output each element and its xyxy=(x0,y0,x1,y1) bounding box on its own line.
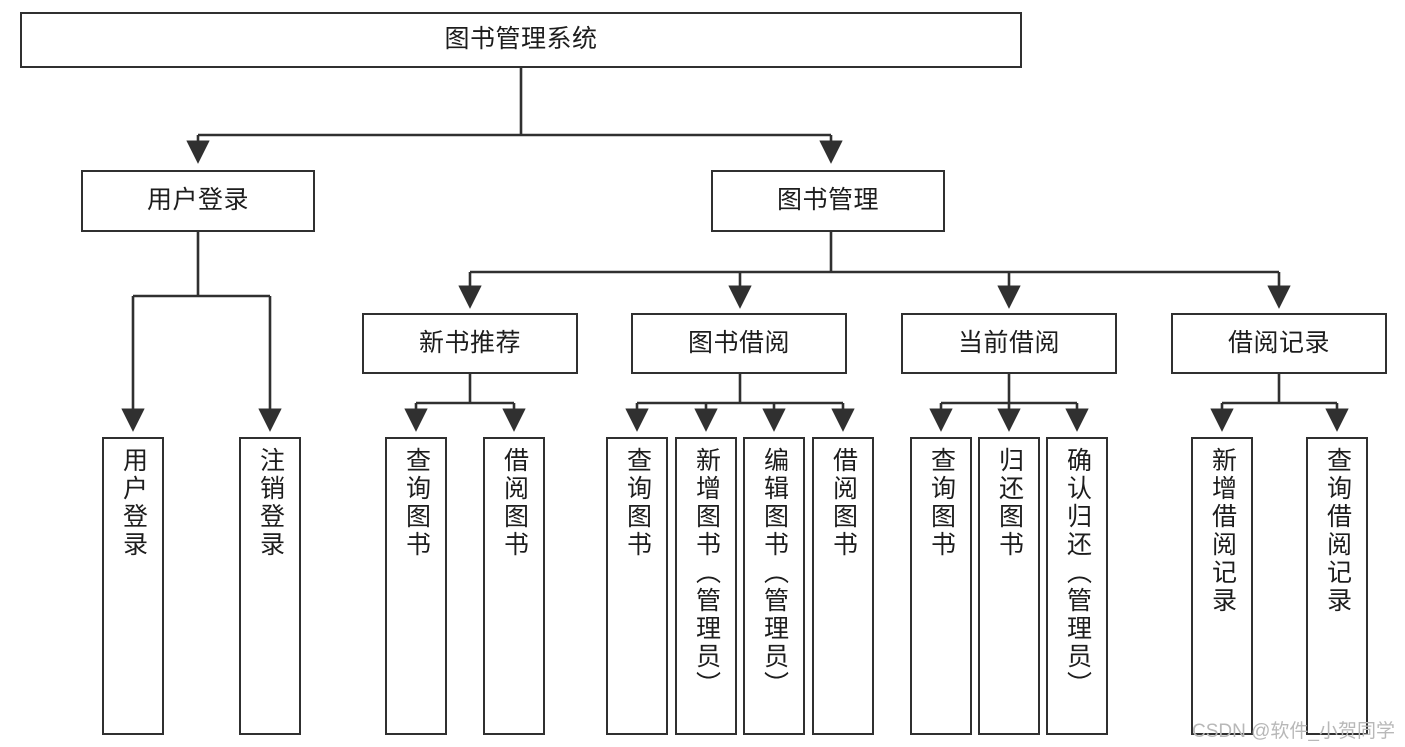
node-label: 查询图书 xyxy=(623,447,652,559)
node-new-book-recommend[interactable]: 新书推荐 xyxy=(362,313,578,374)
node-label: 用户登录 xyxy=(119,447,148,559)
leaf-current-borrow-confirm-return[interactable]: 确认归还（管理员） xyxy=(1046,437,1108,735)
node-label: 借阅图书 xyxy=(500,447,529,559)
node-user-login[interactable]: 用户登录 xyxy=(81,170,315,232)
leaf-book-borrow-query[interactable]: 查询图书 xyxy=(606,437,668,735)
leaf-new-book-borrow[interactable]: 借阅图书 xyxy=(483,437,545,735)
node-label: 新增图书（管理员） xyxy=(692,447,721,699)
leaf-book-borrow-add[interactable]: 新增图书（管理员） xyxy=(675,437,737,735)
leaf-borrow-record-query[interactable]: 查询借阅记录 xyxy=(1306,437,1368,735)
node-book-management[interactable]: 图书管理 xyxy=(711,170,945,232)
node-root-book-management-system[interactable]: 图书管理系统 xyxy=(20,12,1022,68)
node-label: 注销登录 xyxy=(256,447,285,559)
leaf-current-borrow-query[interactable]: 查询图书 xyxy=(910,437,972,735)
leaf-book-borrow-edit[interactable]: 编辑图书（管理员） xyxy=(743,437,805,735)
node-label: 确认归还（管理员） xyxy=(1063,447,1092,699)
node-label: 图书管理 xyxy=(776,186,879,215)
node-label: 新增借阅记录 xyxy=(1208,447,1237,615)
leaf-borrow-record-add[interactable]: 新增借阅记录 xyxy=(1191,437,1253,735)
node-label: 用户登录 xyxy=(146,186,249,215)
node-label: 归还图书 xyxy=(995,447,1024,559)
node-label: 查询图书 xyxy=(402,447,431,559)
node-label: 图书借阅 xyxy=(687,328,790,357)
node-label: 查询借阅记录 xyxy=(1323,447,1352,615)
node-label: 借阅图书 xyxy=(829,447,858,559)
node-label: 图书管理系统 xyxy=(444,25,598,54)
node-borrow-record[interactable]: 借阅记录 xyxy=(1171,313,1387,374)
node-label: 编辑图书（管理员） xyxy=(760,447,789,699)
node-label: 查询图书 xyxy=(927,447,956,559)
node-label: 借阅记录 xyxy=(1227,328,1330,357)
leaf-current-borrow-return[interactable]: 归还图书 xyxy=(978,437,1040,735)
node-book-borrow[interactable]: 图书借阅 xyxy=(631,313,847,374)
leaf-user-login-logout[interactable]: 注销登录 xyxy=(239,437,301,735)
leaf-new-book-query[interactable]: 查询图书 xyxy=(385,437,447,735)
node-label: 新书推荐 xyxy=(418,328,521,357)
node-label: 当前借阅 xyxy=(957,328,1060,357)
leaf-user-login-login[interactable]: 用户登录 xyxy=(102,437,164,735)
watermark-text: CSDN @软件_小贺同学 xyxy=(1192,721,1395,742)
leaf-book-borrow-borrow[interactable]: 借阅图书 xyxy=(812,437,874,735)
node-current-borrow[interactable]: 当前借阅 xyxy=(901,313,1117,374)
